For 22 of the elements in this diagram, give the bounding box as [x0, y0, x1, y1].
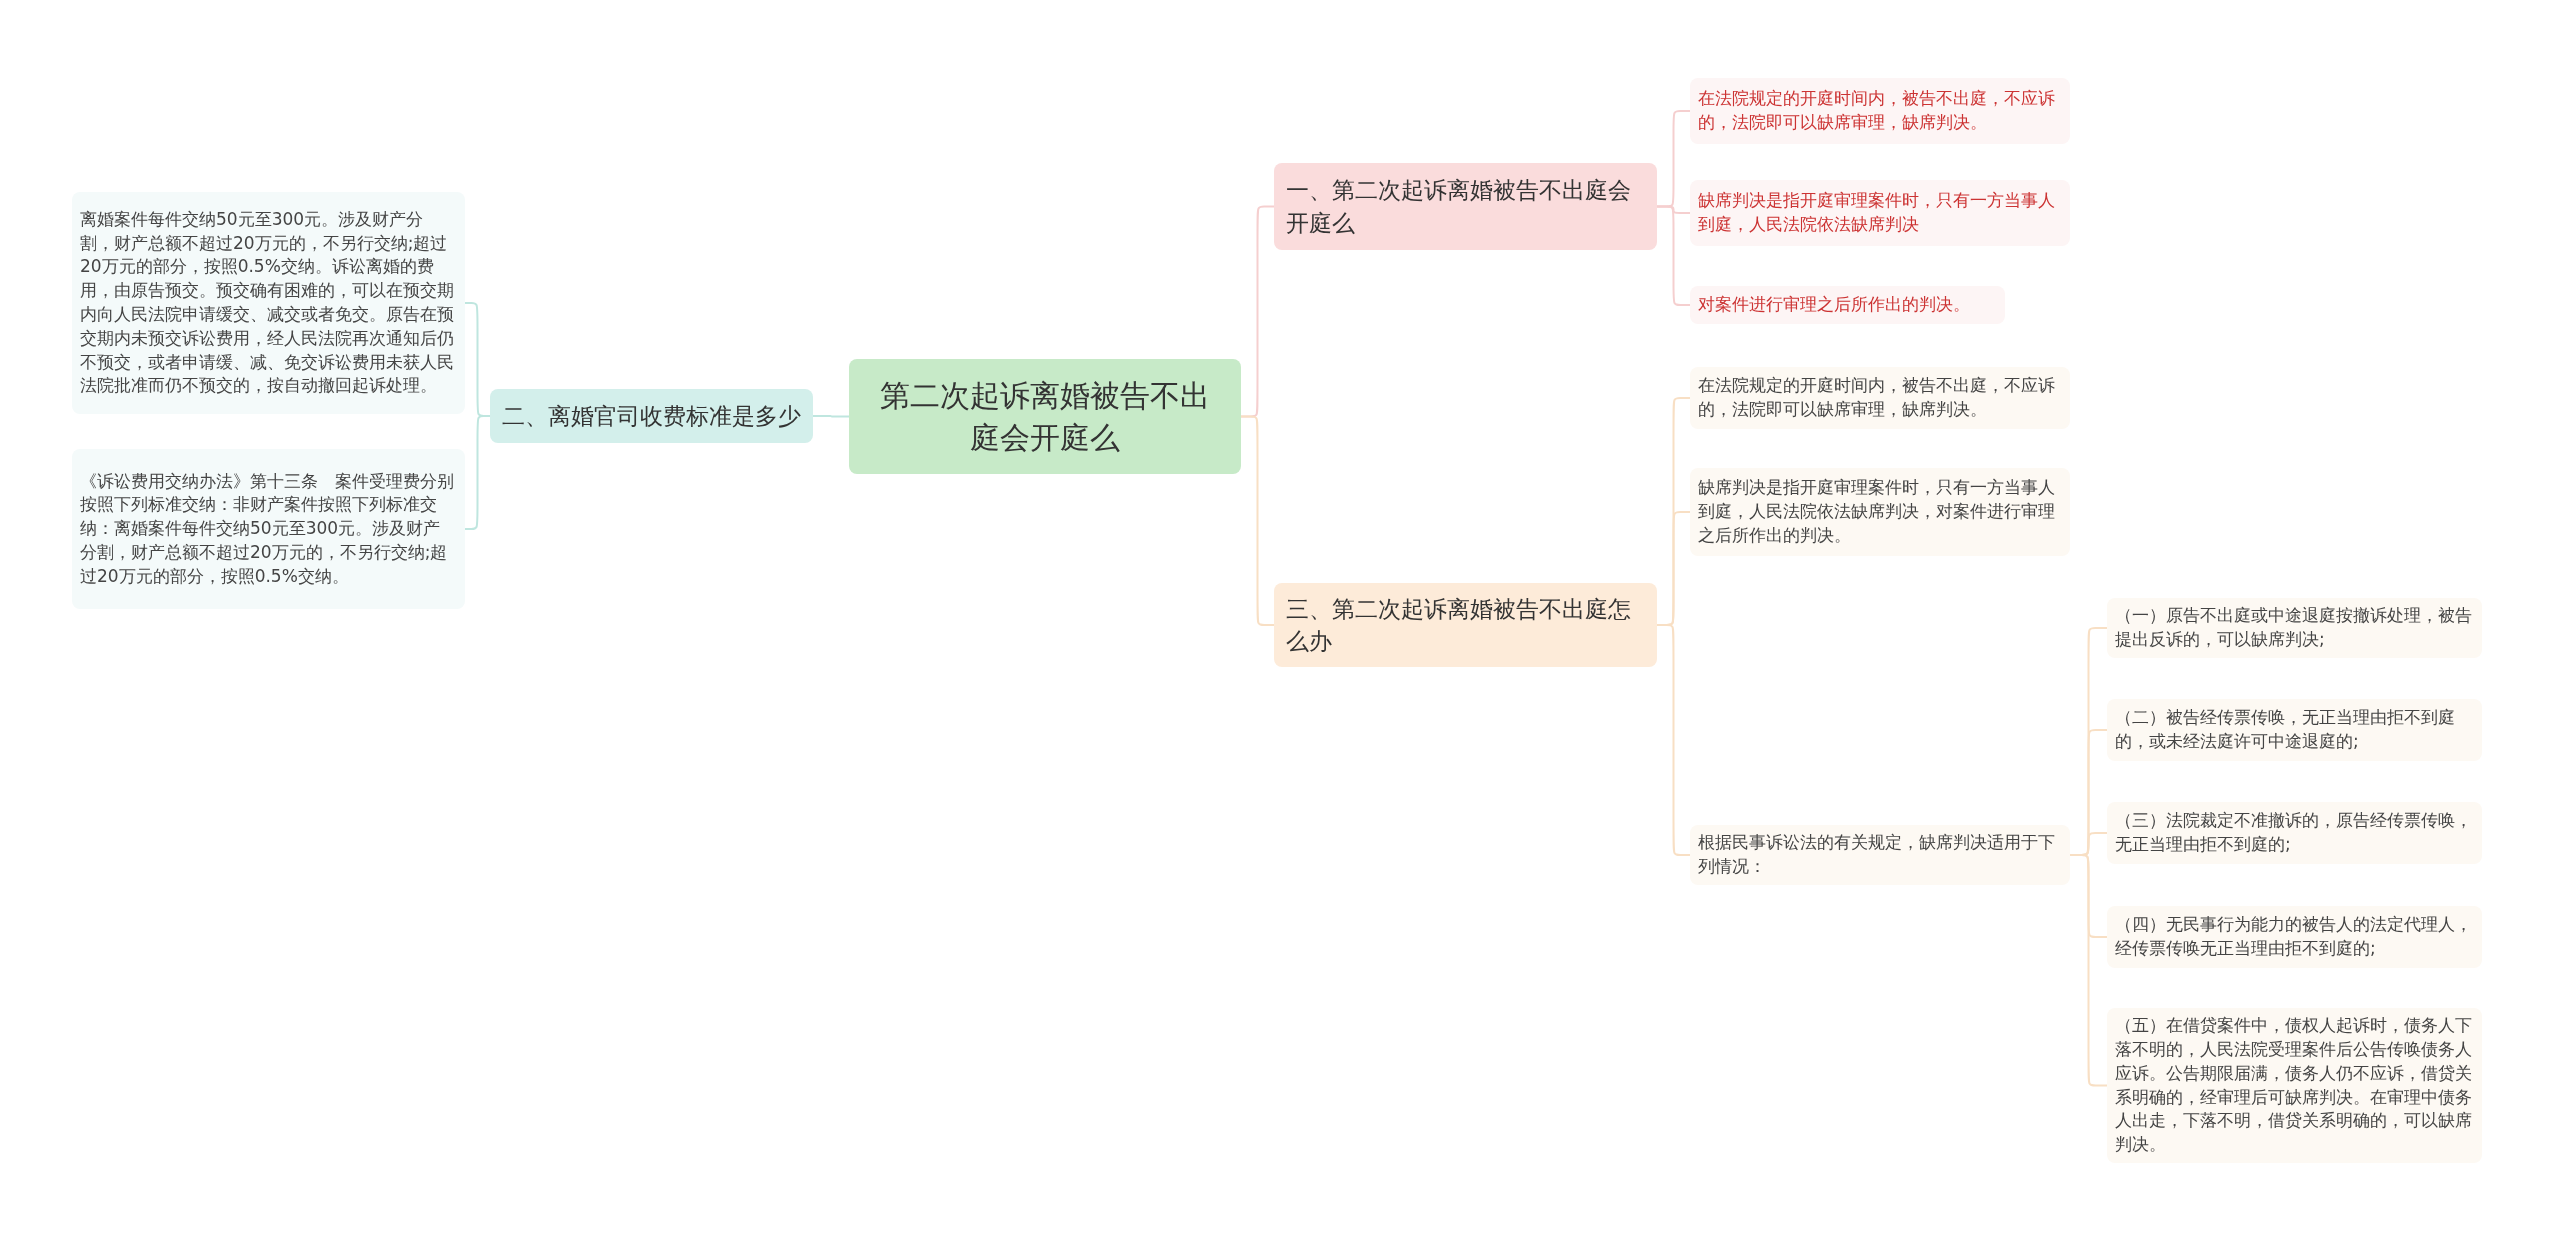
note-card: （一）原告不出庭或中途退庭按撤诉处理，被告提出反诉的，可以缺席判决; [2107, 598, 2482, 658]
note-card: （四）无民事行为能力的被告人的法定代理人，经传票传唤无正当理由拒不到庭的; [2107, 906, 2482, 968]
note-card: 在法院规定的开庭时间内，被告不出庭，不应诉的，法院即可以缺席审理，缺席判决。 [1690, 367, 2070, 429]
connector-line [2069, 854, 2108, 1087]
note-card: 对案件进行审理之后所作出的判决。 [1690, 286, 2005, 324]
note-card: 缺席判决是指开庭审理案件时，只有一方当事人到庭，人民法院依法缺席判决，对案件进行审理之后所作出的判决。 [1690, 468, 2070, 556]
connector-line [1656, 205, 1691, 306]
note-card: （三）法院裁定不准撤诉的，原告经传票传唤，无正当理由拒不到庭的; [2107, 802, 2482, 864]
note-card: 《诉讼费用交纳办法》第十三条 案件受理费分别按照下列标准交纳：非财产案件按照下列标准交纳：离婚案件每件交纳50元至300元。涉及财产分割，财产总额不超过20万元的，不另行交纳;超过20万元的部分，按照0.5%交纳。 [72, 449, 465, 609]
branch-topic: 一、第二次起诉离婚被告不出庭会开庭么 [1274, 163, 1657, 250]
note-card: （二）被告经传票传唤，无正当理由拒不到庭的，或未经法庭许可中途退庭的; [2107, 699, 2482, 761]
connector-line [1240, 415, 1275, 626]
connector-line [1656, 624, 1691, 856]
note-card: 离婚案件每件交纳50元至300元。涉及财产分割，财产总额不超过20万元的，不另行交纳;超过20万元的部分，按照0.5%交纳。诉讼离婚的费用，由原告预交。预交确有困难的，可以在预交期内向人民法院申请缓交、减交或者免交。原告在预交期内未预交诉讼费用，经人民法院再次通知后仍不预交，或者申请缓、减、免交诉讼费用未获人民法院批准而仍不预交的，按自动撤回起诉处理。 [72, 192, 465, 414]
central-topic: 第二次起诉离婚被告不出庭会开庭么 [849, 359, 1241, 474]
note-card: （五）在借贷案件中，债权人起诉时，债务人下落不明的，人民法院受理案件后公告传唤债务人应诉。公告期限届满，债务人仍不应诉，借贷关系明确的，经审理后可缺席判决。在审理中债务人出走，下落不明，借贷关系明确的，可以缺席判决。 [2107, 1008, 2482, 1163]
note-card: 根据民事诉讼法的有关规定，缺席判决适用于下列情况： [1690, 825, 2070, 885]
note-card: 缺席判决是指开庭审理案件时，只有一方当事人到庭，人民法院依法缺席判决 [1690, 180, 2070, 246]
connector-line [812, 415, 850, 418]
note-card: 在法院规定的开庭时间内，被告不出庭，不应诉的，法院即可以缺席审理，缺席判决。 [1690, 78, 2070, 144]
branch-topic: 二、离婚官司收费标准是多少 [490, 389, 813, 443]
branch-topic: 三、第二次起诉离婚被告不出庭怎么办 [1274, 583, 1657, 668]
